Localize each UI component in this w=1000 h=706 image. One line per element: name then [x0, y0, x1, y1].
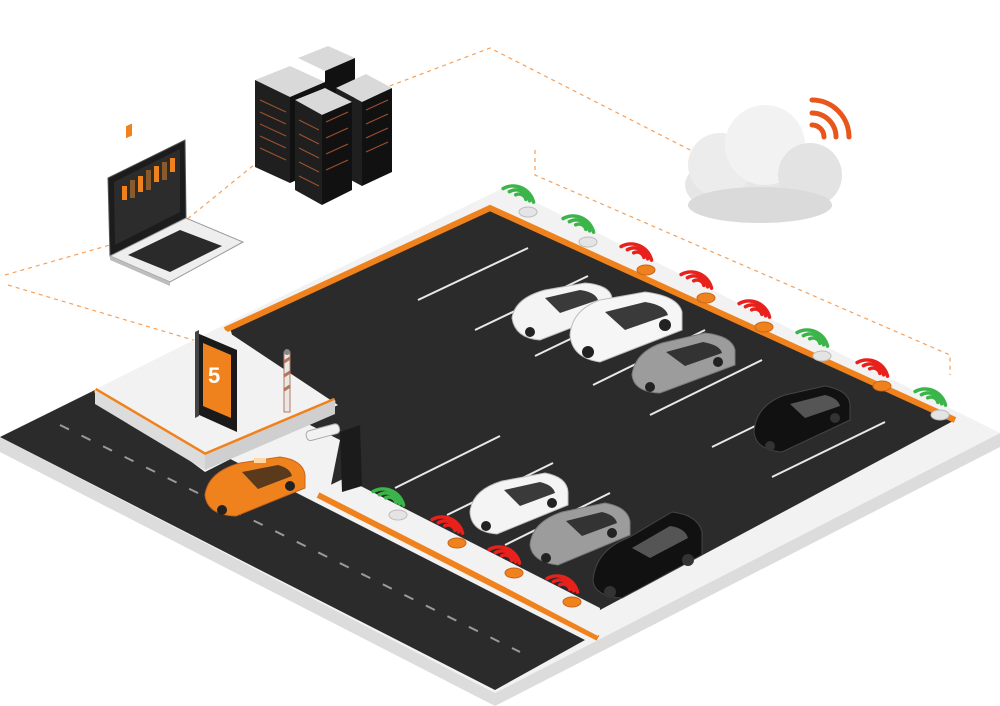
signal-free-icon: [371, 487, 406, 507]
link-sensors-cloud: [534, 150, 951, 375]
signal-occupied-icon: [430, 515, 465, 535]
kiosk-number: 5: [208, 363, 220, 388]
cloud-icon: [685, 105, 842, 223]
signal-free-icon: [913, 387, 948, 407]
parking-sensor-back-2: [561, 214, 598, 248]
parking-sensor-back-1: [501, 184, 538, 218]
sensors-front-row: [371, 487, 582, 608]
camera-icon: [305, 423, 362, 492]
link-laptop-kiosk: [7, 284, 211, 346]
link-laptop-servers: [4, 159, 261, 276]
parking-sensor-front-4: [545, 574, 582, 608]
barrier-gate-icon: [283, 349, 291, 413]
laptop-bars: [122, 158, 175, 200]
wireless-signal-icon: [809, 97, 852, 140]
signal-occupied-icon: [737, 299, 772, 319]
island-side: [95, 390, 205, 470]
parking-sensor-back-4: [679, 270, 716, 304]
parking-lot-asphalt: [230, 208, 955, 610]
signal-free-icon: [501, 184, 536, 204]
parked-cars: [469, 282, 851, 599]
parking-sensor-back-8: [913, 387, 950, 421]
parking-sensor-back-6: [795, 328, 832, 362]
display-kiosk-icon: 5: [195, 330, 237, 432]
car-grey-1: [631, 332, 736, 394]
car-white-van: [569, 291, 683, 363]
parking-sensor-front-3: [487, 545, 524, 579]
signal-occupied-icon: [487, 545, 522, 565]
sensors-back-row: [501, 184, 950, 421]
parking-sensor-back-5: [737, 299, 774, 333]
car-grey-2: [529, 502, 631, 566]
signal-occupied-icon: [619, 242, 654, 262]
car-black-1: [753, 385, 851, 453]
parking-sensor-front-2: [430, 515, 467, 549]
car-white-2: [469, 472, 569, 535]
server-slots: [259, 99, 389, 187]
signal-occupied-icon: [545, 574, 580, 594]
parking-sensor-back-7: [855, 358, 892, 392]
curb-front: [316, 492, 600, 641]
parking-platform: [0, 187, 1000, 706]
signal-occupied-icon: [679, 270, 714, 290]
server-rack-icon: [255, 46, 392, 205]
taxi-car: [204, 456, 306, 517]
island-side-right: [205, 400, 335, 470]
signal-free-icon: [561, 214, 596, 234]
parking-sensor-back-3: [619, 242, 656, 276]
parking-sensor-front-1: [371, 487, 408, 521]
curb-back: [223, 204, 957, 423]
road: [0, 390, 585, 690]
laptop-icon: [107, 123, 245, 286]
car-black-2: [592, 511, 703, 599]
signal-occupied-icon: [855, 358, 890, 378]
signal-free-icon: [795, 328, 830, 348]
